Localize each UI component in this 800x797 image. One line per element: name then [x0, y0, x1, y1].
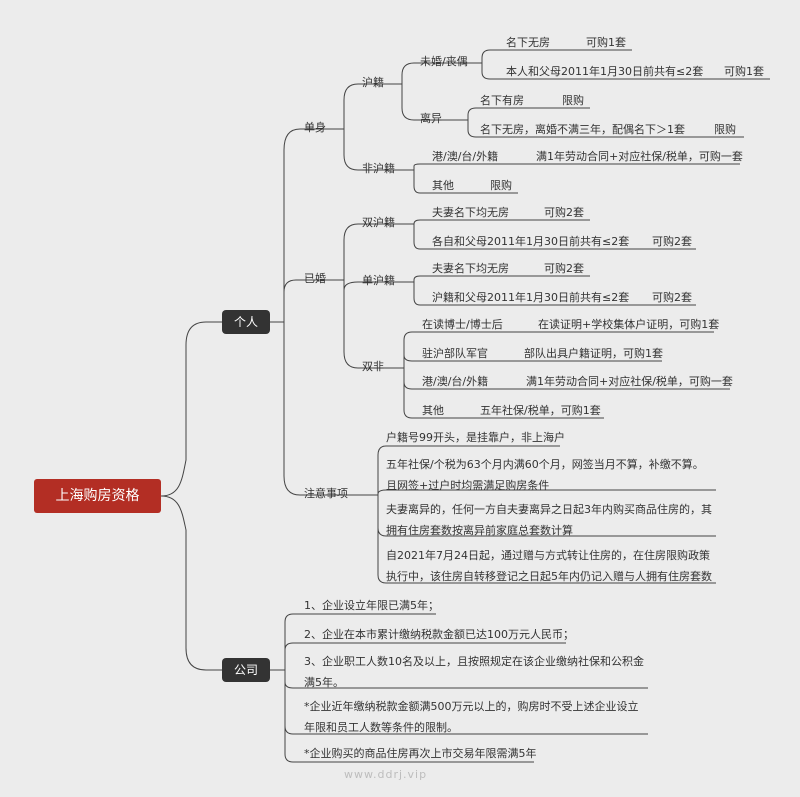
leaf-result: 限购	[714, 123, 736, 136]
leaf-condition: 港/澳/台/外籍	[422, 375, 489, 388]
leaf-result: 可购2套	[544, 262, 584, 275]
leaf-condition: 在读博士/博士后	[422, 318, 503, 331]
leaf-result: 可购1套	[724, 65, 764, 78]
leaf-result: 部队出具户籍证明，可购1套	[524, 347, 663, 360]
leaf-condition: 夫妻名下均无房	[432, 206, 509, 219]
leaf-result: 可购2套	[544, 206, 584, 219]
company-item: 2、企业在本市累计缴纳税款金额已达100万元人民币；	[304, 628, 574, 641]
company-item: 1、企业设立年限已满5年；	[304, 599, 439, 612]
company-item: 3、企业职工人数10名及以上，且按照规定在该企业缴纳社保和公积金满5年。	[304, 655, 644, 689]
leaf-result: 限购	[490, 179, 512, 192]
leaf-condition: 本人和父母2011年1月30日前共有≤2套	[506, 65, 704, 78]
leaf-condition: 名下有房	[480, 94, 524, 107]
note-item: 五年社保/个税为63个月内满60个月，网签当月不算，补缴不算。且网签+过户时均需…	[386, 458, 704, 492]
leaf-condition: 驻沪部队军官	[422, 347, 488, 360]
node-unmarried[interactable]: 未婚/丧偶	[420, 55, 468, 68]
node-hu[interactable]: 沪籍	[362, 76, 384, 89]
node-married[interactable]: 已婚	[304, 272, 326, 285]
node-none-hu[interactable]: 双非	[362, 360, 384, 373]
company-item: *企业近年缴纳税款金额满500万元以上的，购房时不受上述企业设立年限和员工人数等…	[304, 700, 639, 734]
watermark: www.ddrj.vip	[344, 768, 428, 781]
branch-company[interactable]: 公司	[222, 658, 270, 682]
leaf-result: 满1年劳动合同+对应社保/税单，可购一套	[526, 375, 733, 388]
leaf-result: 限购	[562, 94, 584, 107]
leaf-condition: 名下无房，离婚不满三年，配偶名下＞1套	[480, 123, 685, 136]
root-node[interactable]: 上海购房资格	[34, 479, 161, 513]
leaf-condition: 各自和父母2011年1月30日前共有≤2套	[432, 235, 630, 248]
node-notes[interactable]: 注意事项	[304, 487, 348, 500]
leaf-condition: 夫妻名下均无房	[432, 262, 509, 275]
node-single[interactable]: 单身	[304, 121, 326, 134]
node-double-hu[interactable]: 双沪籍	[362, 216, 395, 229]
leaf-result: 在读证明+学校集体户证明，可购1套	[538, 318, 720, 331]
note-item: 夫妻离异的，任何一方自夫妻离异之日起3年内购买商品住房的，其拥有住房套数按离异前…	[386, 503, 712, 537]
leaf-result: 可购2套	[652, 235, 692, 248]
leaf-condition: 沪籍和父母2011年1月30日前共有≤2套	[432, 291, 630, 304]
leaf-result: 可购1套	[586, 36, 626, 49]
leaf-condition: 其他	[422, 404, 444, 417]
leaf-result: 可购2套	[652, 291, 692, 304]
company-item: *企业购买的商品住房再次上市交易年限需满5年	[304, 747, 537, 760]
note-item: 户籍号99开头，是挂靠户，非上海户	[386, 431, 565, 444]
node-divorced[interactable]: 离异	[420, 112, 442, 125]
note-item: 自2021年7月24日起，通过赠与方式转让住房的，在住房限购政策执行中，该住房自…	[386, 549, 712, 583]
branch-personal[interactable]: 个人	[222, 310, 270, 334]
node-one-hu[interactable]: 单沪籍	[362, 274, 395, 287]
leaf-condition: 港/澳/台/外籍	[432, 150, 499, 163]
leaf-result: 满1年劳动合同+对应社保/税单，可购一套	[536, 150, 743, 163]
node-nonhu[interactable]: 非沪籍	[362, 162, 395, 175]
leaf-condition: 其他	[432, 179, 454, 192]
leaf-result: 五年社保/税单，可购1套	[480, 404, 601, 417]
leaf-condition: 名下无房	[506, 36, 550, 49]
